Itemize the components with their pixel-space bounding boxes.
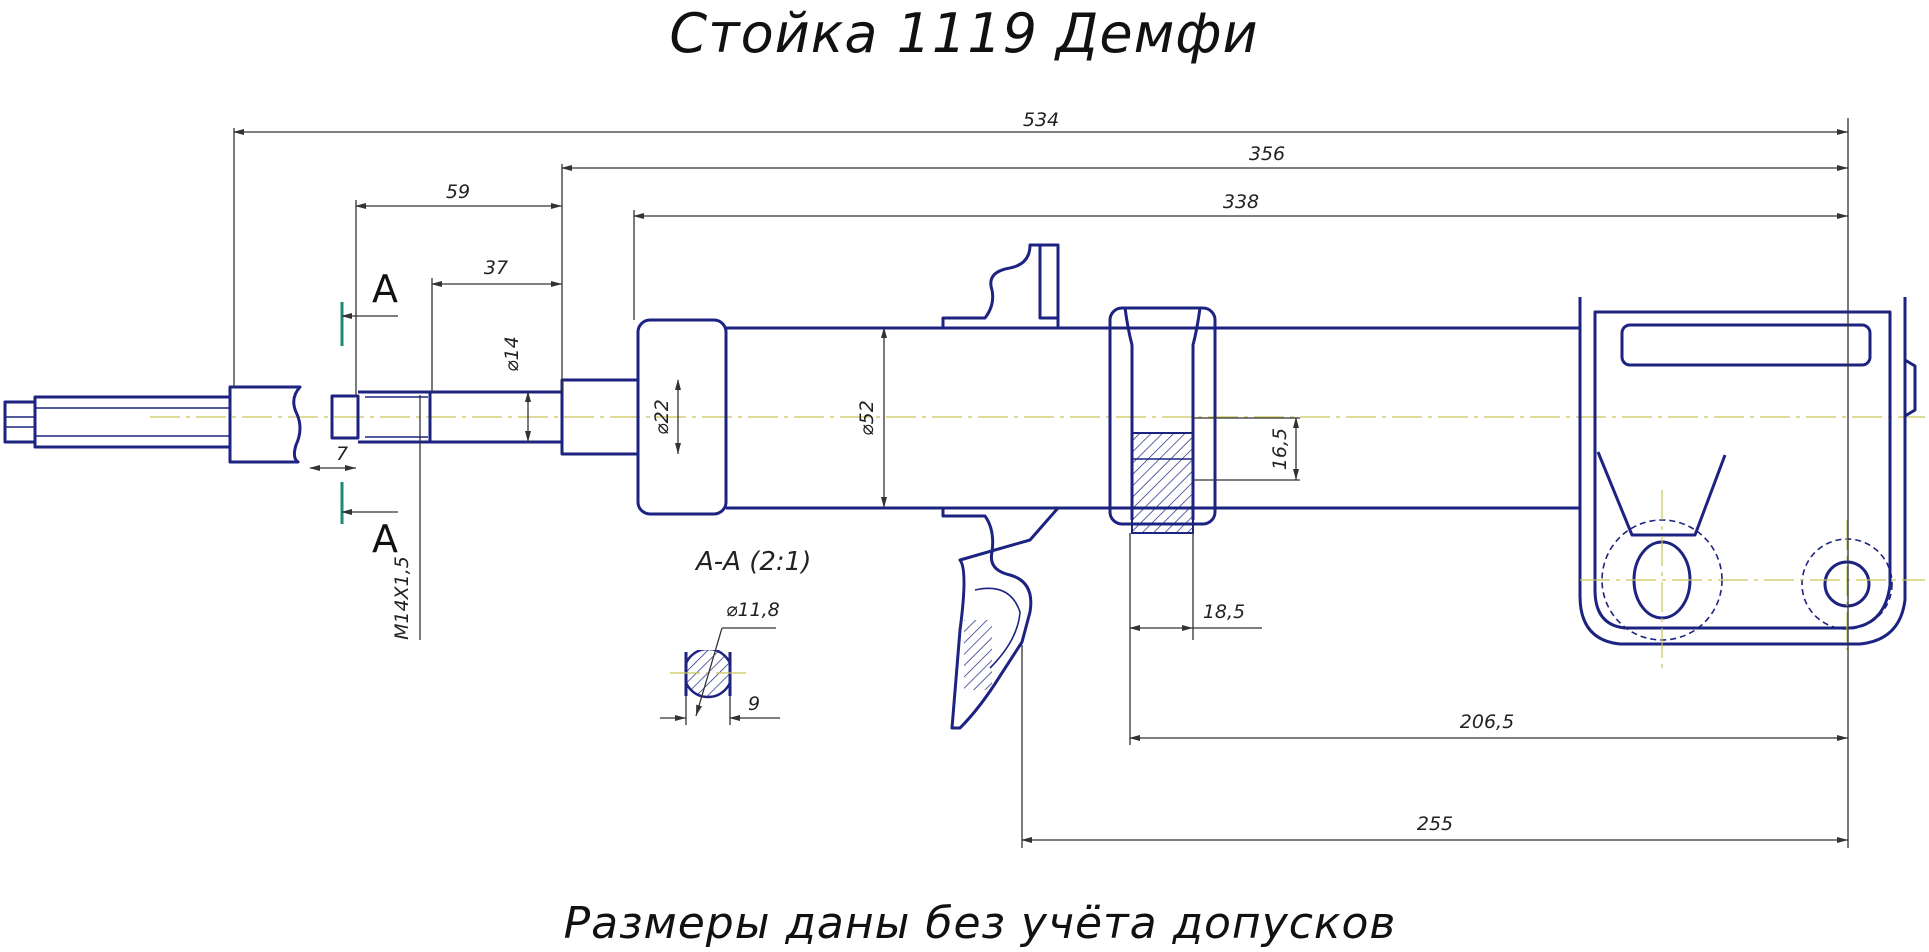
top-cap: [636, 318, 728, 516]
rod-end-shaft: [33, 395, 232, 449]
section-flat-width: 9: [748, 693, 760, 715]
dim-7: 7: [336, 443, 348, 465]
lower-spring-seat: [941, 506, 1060, 730]
dim-diameter-52: ⌀52: [856, 400, 878, 436]
dim-206-5: 206,5: [1460, 711, 1514, 733]
lower-bracket: [1578, 297, 1907, 646]
upper-spring-seat: [941, 243, 1060, 328]
rod-assembly: [3, 378, 640, 464]
section-diameter: ⌀11,8: [726, 599, 780, 621]
clamp-section-hatch: [1131, 432, 1194, 534]
section-mark-bottom: A: [372, 517, 398, 561]
section-label: A-A (2:1): [694, 547, 811, 577]
dim-534: 534: [1023, 109, 1059, 131]
strut-body: [636, 243, 1925, 730]
dim-16-5: 16,5: [1269, 428, 1291, 470]
dim-59: 59: [446, 181, 470, 203]
dim-255: 255: [1417, 813, 1453, 835]
thread-start: [330, 394, 360, 440]
bracket-slot: [1620, 323, 1872, 367]
dim-356: 356: [1249, 143, 1285, 165]
dim-diameter-22: ⌀22: [651, 399, 673, 435]
section-view: [660, 627, 780, 725]
tolerance-note: Размеры даны без учёта допусков: [564, 898, 1397, 949]
section-mark-top: A: [372, 267, 398, 311]
dim-diameter-14: ⌀14: [501, 336, 523, 372]
dim-18-5: 18,5: [1203, 601, 1245, 623]
drawing-title: Стойка 1119 Демфи: [669, 2, 1258, 65]
dim-37: 37: [484, 257, 508, 279]
threaded-section: [358, 390, 432, 444]
section-cut-marks: [340, 302, 398, 524]
rod-boot: [228, 385, 302, 464]
dim-338: 338: [1223, 191, 1259, 213]
dim-thread-m14: M14X1,5: [391, 556, 413, 640]
dimension-lines: [233, 118, 1849, 848]
rod-end-stub: [3, 400, 37, 444]
